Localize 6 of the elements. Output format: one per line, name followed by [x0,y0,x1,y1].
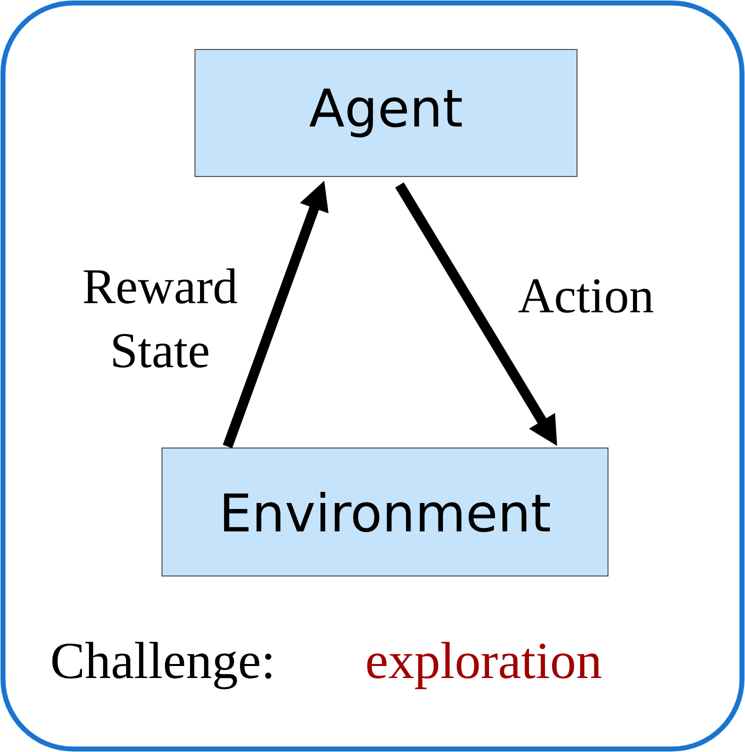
edge-label: Action [518,279,654,313]
highlight-word: exploration [367,642,602,690]
process-box: Agent [194,49,578,177]
process-box: Environment [162,448,608,576]
challenge-label: Challenge: [52,642,272,690]
edge-label: Reward State [84,268,238,368]
